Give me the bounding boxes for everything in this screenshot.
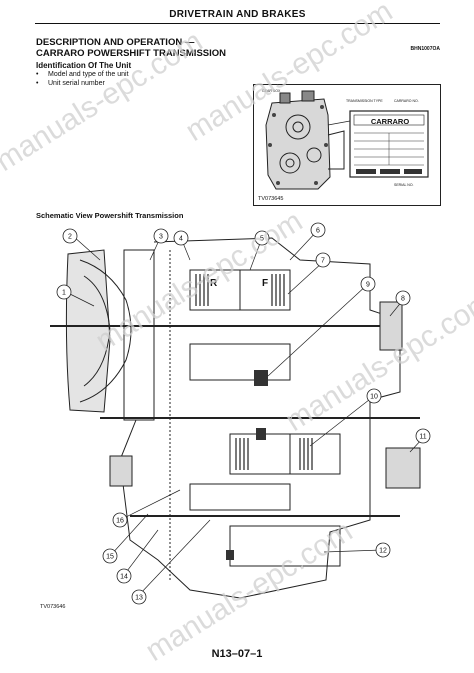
callout-label-3: 3 xyxy=(159,234,163,241)
identification-list: Model and type of the unit Unit serial n… xyxy=(36,70,129,88)
figure-code-identification: TV073645 xyxy=(258,196,284,202)
callout-transmission-type: TRANSMISSION TYPE xyxy=(346,99,383,103)
identification-plate xyxy=(349,110,429,178)
callout-13 xyxy=(131,589,147,605)
callout-16 xyxy=(112,512,128,528)
callout-8 xyxy=(395,290,411,306)
page-title-line-1: DESCRIPTION AND OPERATION — xyxy=(36,37,195,48)
callout-12 xyxy=(375,542,391,558)
callout-label-1: 1 xyxy=(62,290,66,297)
callout-3 xyxy=(153,228,169,244)
callout-15 xyxy=(102,548,118,564)
callout-label-7: 7 xyxy=(321,258,325,265)
figure-code-schematic: TV073646 xyxy=(40,604,65,610)
callout-10 xyxy=(366,388,382,404)
callout-4 xyxy=(173,230,189,246)
transmission-schematic: 1 2 3 4 5 6 7 8 9 10 11 12 13 14 15 16 R… xyxy=(40,222,431,610)
callout-label-4: 4 xyxy=(179,236,183,243)
reference-code: BHN1007OA xyxy=(410,46,440,52)
unit-identification-figure: CARRARO GEAR BOX TRANSMISSION TYPE CARRA… xyxy=(253,84,441,206)
callout-label-12: 12 xyxy=(379,548,387,555)
callout-label-15: 15 xyxy=(106,554,114,561)
schematic-heading: Schematic View Powershift Transmission xyxy=(36,211,184,220)
identification-heading: Identification Of The Unit xyxy=(36,61,132,70)
callout-label-9: 9 xyxy=(366,282,370,289)
callout-label-10: 10 xyxy=(370,394,378,401)
callout-6 xyxy=(310,222,326,238)
callout-2 xyxy=(62,228,78,244)
carraro-logo: CARRARO xyxy=(370,117,410,126)
callout-gear-box: GEAR BOX xyxy=(262,89,281,93)
identification-item-model: Model and type of the unit xyxy=(36,70,129,79)
callout-label-8: 8 xyxy=(401,296,405,303)
callout-serial-no: SERIAL NO. xyxy=(394,183,414,187)
callout-label-2: 2 xyxy=(68,234,72,241)
identification-item-serial: Unit serial number xyxy=(36,79,129,88)
callout-label-11: 11 xyxy=(419,434,426,441)
callout-label-6: 6 xyxy=(316,228,320,235)
section-header: DRIVETRAIN AND BRAKES xyxy=(35,9,440,24)
callout-label-13: 13 xyxy=(135,595,143,602)
callout-14 xyxy=(116,568,132,584)
callout-7 xyxy=(315,252,331,268)
page-number: N13–07–1 xyxy=(211,648,263,660)
clutch-label-forward: F xyxy=(262,278,268,289)
callout-5 xyxy=(254,230,270,246)
callout-11 xyxy=(415,428,431,444)
callout-9 xyxy=(360,276,376,292)
callout-label-14: 14 xyxy=(120,574,128,581)
gearbox-drawing xyxy=(265,90,429,190)
page-title-line-2: CARRARO POWERSHIFT TRANSMISSION xyxy=(36,48,226,59)
page-title: DESCRIPTION AND OPERATION — CARRARO POWE… xyxy=(36,37,226,59)
callout-label-16: 16 xyxy=(116,518,124,525)
callout-label-5: 5 xyxy=(260,236,264,243)
callout-1 xyxy=(56,284,72,300)
clutch-label-reverse: R xyxy=(210,278,218,289)
callout-carraro-no: CARRARO NO. xyxy=(394,99,419,103)
